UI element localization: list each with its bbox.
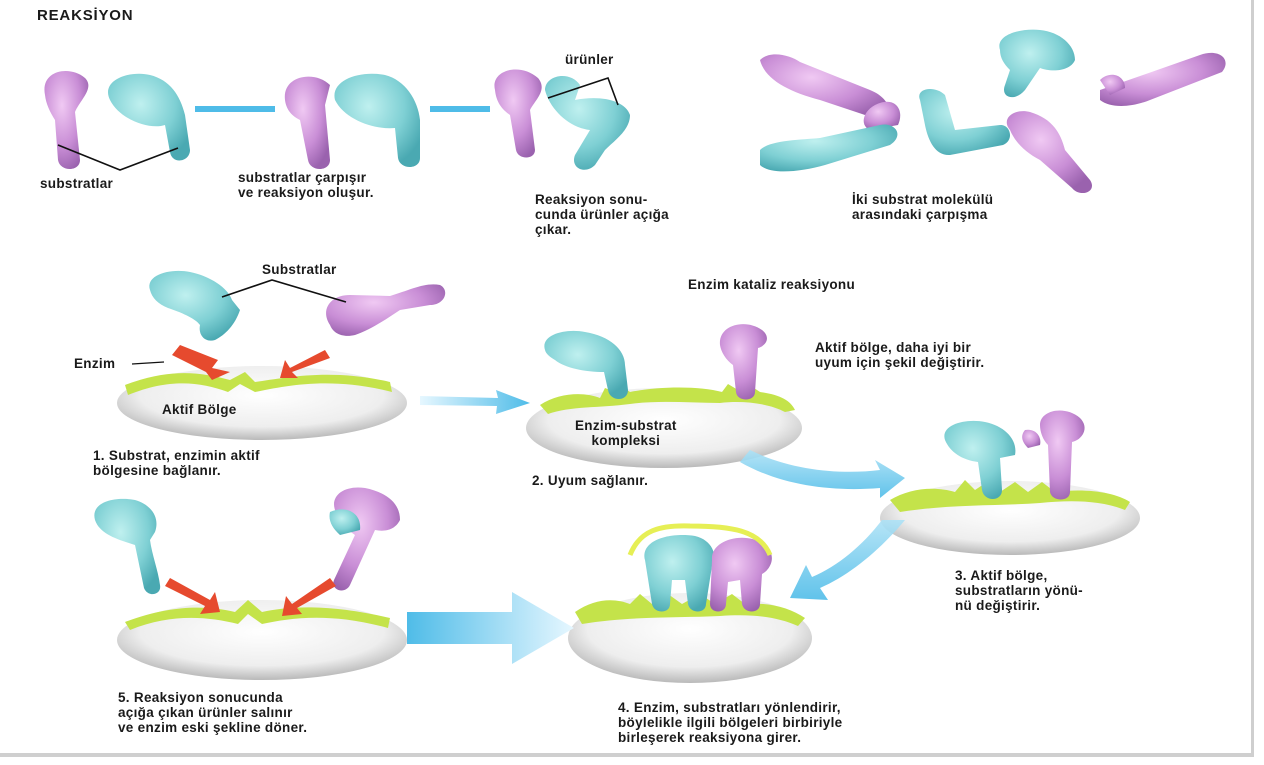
enzyme-catalysis-heading: Enzim kataliz reaksiyonu [688,277,855,292]
enzyme-label: Enzim [74,356,115,371]
release-label: Reaksiyon sonu-cunda ürünler açığaçıkar. [535,192,669,237]
products-label: ürünler [565,52,614,67]
substrates-label: substratlar [40,176,113,191]
collision-label: substratlar çarpışırve reaksiyon oluşur. [238,170,374,200]
connector-line [430,106,490,112]
step3-enzyme [880,411,1140,555]
enzyme-leader-line [132,362,164,364]
step-3-caption: 3. Aktif bölge,substratların yönü-nü değ… [955,568,1083,613]
page-title: REAKSİYON [37,8,133,23]
connector-line [195,106,275,112]
active-site-label: Aktif Bölge [162,402,237,417]
flow-arrow-1-2 [420,390,530,414]
step5-products [94,487,400,616]
molecule-collision-label: İki substrat molekülüarasındaki çarpışma [852,192,993,222]
step-2-caption: 2. Uyum sağlanır. [532,473,648,488]
step1-enzyme [117,366,407,440]
step-1-caption: 1. Substrat, enzimin aktifbölgesine bağl… [93,448,260,478]
colliding-substrates [285,74,420,169]
fit-note: Aktif bölge, daha iyi biruyum için şekil… [815,340,984,370]
flow-arrow-2-3 [740,450,905,498]
flow-arrow-4-5 [407,592,574,664]
step-5-caption: 5. Reaksiyon sonucundaaçığa çıkan ürünle… [118,690,307,735]
step-4-caption: 4. Enzim, substratları yönlendirir,böyle… [618,700,842,745]
step4-enzyme [568,526,812,683]
step5-enzyme [117,600,407,680]
substrate-pair [44,71,190,169]
complex-label: Enzim-substratkompleksi [575,418,677,448]
substrates-label-2: Substratlar [262,262,337,277]
flow-arrow-3-4 [790,520,905,600]
substrates-leader-line-2 [222,280,346,302]
scattered-molecules [760,30,1226,193]
